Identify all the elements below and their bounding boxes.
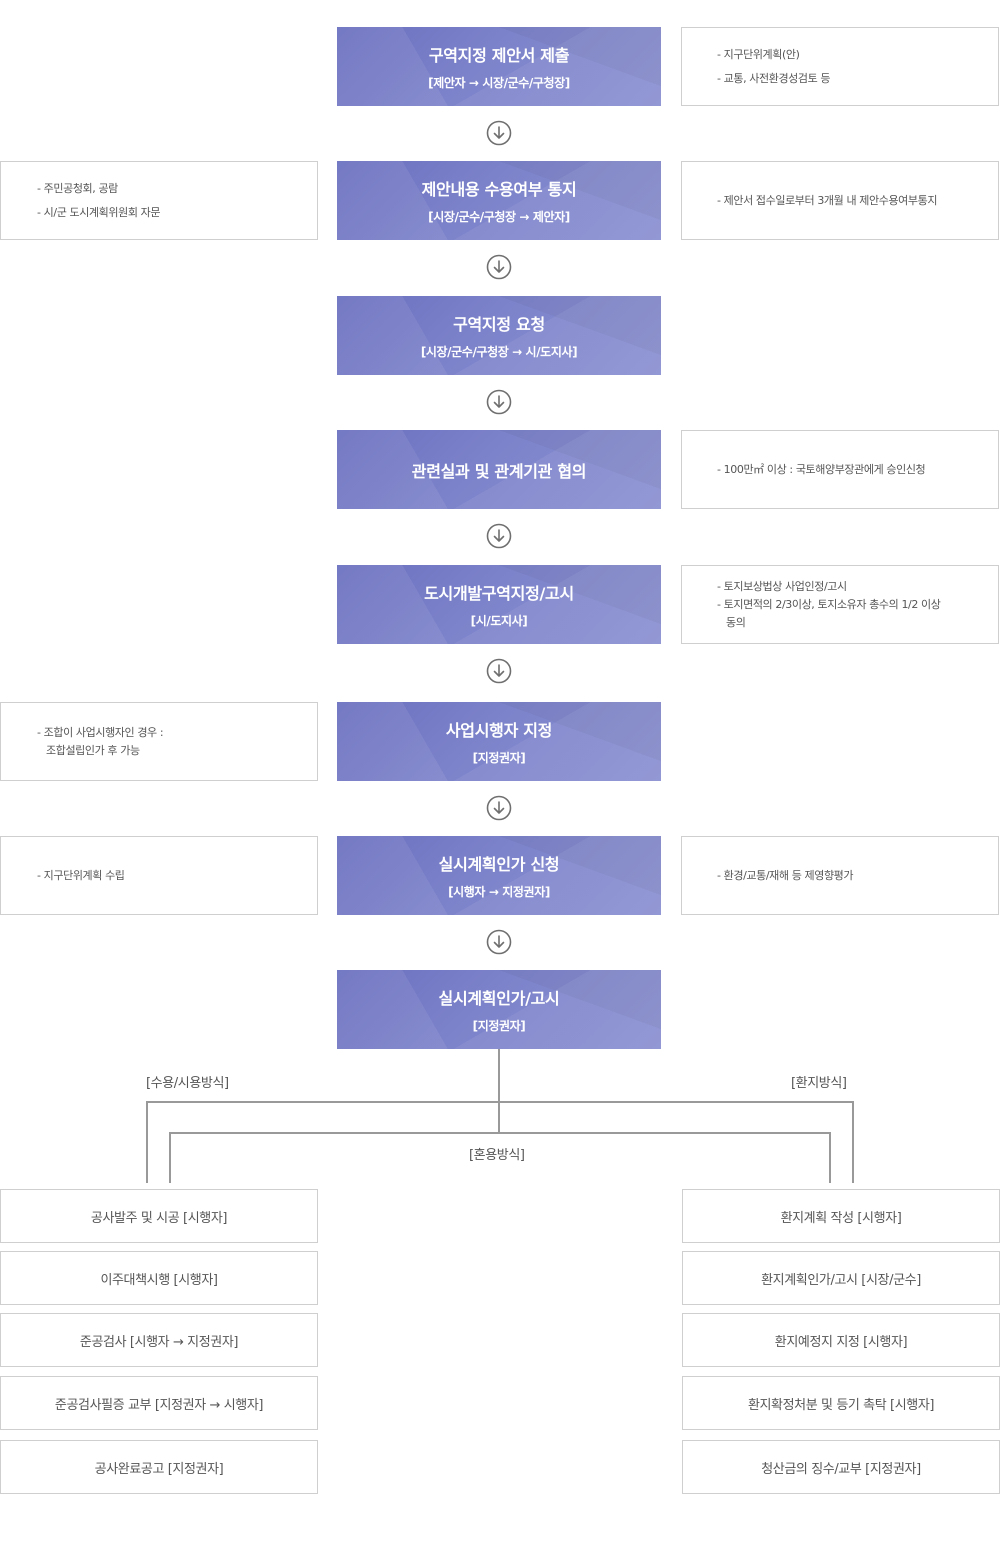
list-item-replot-confirmation: 환지확정처분 및 등기 촉탁 [시행자] [682,1376,1000,1430]
step-title: 구역지정 제안서 제출 [428,46,570,65]
note-line: - 시/군 도시계획위원회 자문 [37,205,161,219]
connector-inner-horizontal [169,1132,831,1134]
connector-inner-left [169,1132,171,1183]
right-note-plan-application: - 환경/교통/재해 등 제영향평가 [681,836,999,915]
note-line: - 지구단위계획(안) [717,47,800,61]
note-line: 동의 [726,615,746,629]
arrow-down-circle-icon [486,658,512,684]
left-note-plan-application: - 지구단위계획 수립 [0,836,318,915]
arrow-down-circle-icon [486,389,512,415]
list-item-construction: 공사발주 및 시공 [시행자] [0,1189,318,1243]
step-plan-application: 실시계획인가 신청 [시행자 → 지정권자] [337,836,661,915]
note-line: - 토지면적의 2/3이상, 토지소유자 총수의 1/2 이상 [717,597,941,611]
step-title: 사업시행자 지정 [445,721,553,740]
arrow-down-circle-icon [486,795,512,821]
connector-outer-horizontal [146,1101,854,1103]
left-note-acceptance: - 주민공청회, 공람 - 시/군 도시계획위원회 자문 [0,161,318,240]
right-note-proposal: - 지구단위계획(안) - 교통, 사전환경성검토 등 [681,27,999,106]
step-title: 실시계획인가/고시 [438,989,560,1008]
note-line: - 주민공청회, 공람 [37,181,118,195]
arrow-down-circle-icon [486,254,512,280]
note-line: - 환경/교통/재해 등 제영향평가 [717,868,854,882]
step-title: 제안내용 수용여부 통지 [421,180,577,199]
connector-stem [498,1049,500,1133]
step-district-designation: 도시개발구역지정/고시 [시/도지사] [337,565,661,644]
right-note-consultation: - 100만㎡ 이상 : 국토해양부장관에게 승인신청 [681,430,999,509]
right-note-acceptance: - 제안서 접수일로부터 3개월 내 제안수용여부통지 [681,161,999,240]
step-title: 실시계획인가 신청 [438,855,560,874]
arrow-down-circle-icon [486,120,512,146]
step-sub: [시장/군수/구청장 → 시/도지사] [420,345,578,359]
branch-label-mixed: [혼용방식] [469,1148,525,1163]
connector-outer-right [852,1101,854,1183]
connector-outer-left [146,1101,148,1183]
step-sub: [지정권자] [472,751,526,765]
branch-label-replotting: [환지방식] [791,1076,847,1091]
note-line: - 100만㎡ 이상 : 국토해양부장관에게 승인신청 [717,462,926,476]
note-line: - 제안서 접수일로부터 3개월 내 제안수용여부통지 [717,193,938,207]
note-line: - 교통, 사전환경성검토 등 [717,71,831,85]
step-title: 관련실과 및 관계기관 협의 [411,461,587,481]
step-sub: [지정권자] [472,1019,526,1033]
list-item-completion-notice: 공사완료공고 [지정권자] [0,1440,318,1494]
step-operator-designation: 사업시행자 지정 [지정권자] [337,702,661,781]
step-title: 구역지정 요청 [453,315,545,334]
list-item-settlement: 청산금의 징수/교부 [지정권자] [682,1440,1000,1494]
branch-label-expropriation: [수용/시용방식] [146,1076,229,1091]
list-item-replot-designation: 환지예정지 지정 [시행자] [682,1313,1000,1367]
step-acceptance-notice: 제안내용 수용여부 통지 [시장/군수/구청장 → 제안자] [337,161,661,240]
step-proposal-submit: 구역지정 제안서 제출 [제안자 → 시장/군수/구청장] [337,27,661,106]
list-item-certificate: 준공검사필증 교부 [지정권자 → 시행자] [0,1376,318,1430]
connector-inner-right [829,1132,831,1183]
step-sub: [시행자 → 지정권자] [448,885,550,899]
step-title: 도시개발구역지정/고시 [424,584,574,603]
arrow-down-circle-icon [486,929,512,955]
note-line: - 조합이 사업시행자인 경우 : [37,725,164,739]
note-line: - 지구단위계획 수립 [37,868,125,882]
step-sub: [시/도지사] [470,614,528,628]
step-designation-request: 구역지정 요청 [시장/군수/구청장 → 시/도지사] [337,296,661,375]
left-note-operator: - 조합이 사업시행자인 경우 : 조합설립인가 후 가능 [0,702,318,781]
note-line: 조합설립인가 후 가능 [46,743,140,757]
arrow-down-circle-icon [486,523,512,549]
list-item-relocation: 이주대책시행 [시행자] [0,1251,318,1305]
note-line: - 토지보상법상 사업인정/고시 [717,579,847,593]
list-item-replot-plan: 환지계획 작성 [시행자] [682,1189,1000,1243]
step-sub: [제안자 → 시장/군수/구청장] [428,76,570,90]
step-consultation: 관련실과 및 관계기관 협의 [337,430,661,509]
step-sub: [시장/군수/구청장 → 제안자] [428,210,570,224]
step-plan-approval: 실시계획인가/고시 [지정권자] [337,970,661,1049]
list-item-replot-approval: 환지계획인가/고시 [시장/군수] [682,1251,1000,1305]
list-item-completion-inspection: 준공검사 [시행자 → 지정권자] [0,1313,318,1367]
right-note-designation: - 토지보상법상 사업인정/고시 - 토지면적의 2/3이상, 토지소유자 총수… [681,565,999,644]
